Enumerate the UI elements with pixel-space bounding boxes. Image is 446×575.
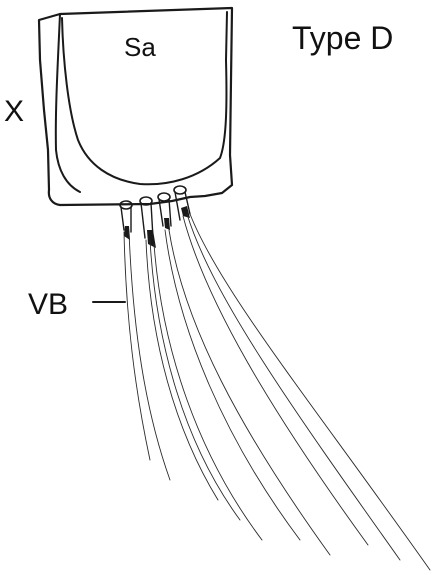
bristle (146, 240, 218, 500)
label-x: X (4, 95, 24, 128)
bristle (150, 240, 240, 520)
bristle (187, 214, 400, 560)
bristle (129, 232, 170, 480)
bristle (169, 230, 330, 555)
bristle (190, 214, 430, 570)
label-type: Type D (292, 20, 393, 56)
label-sa: Sa (124, 32, 156, 62)
bristle (124, 232, 150, 460)
x-strip-boundary (56, 14, 80, 192)
ventral-bristles (124, 214, 430, 570)
label-vb: VB (28, 288, 68, 321)
socket-tufts (124, 206, 190, 248)
bristle (165, 230, 300, 540)
